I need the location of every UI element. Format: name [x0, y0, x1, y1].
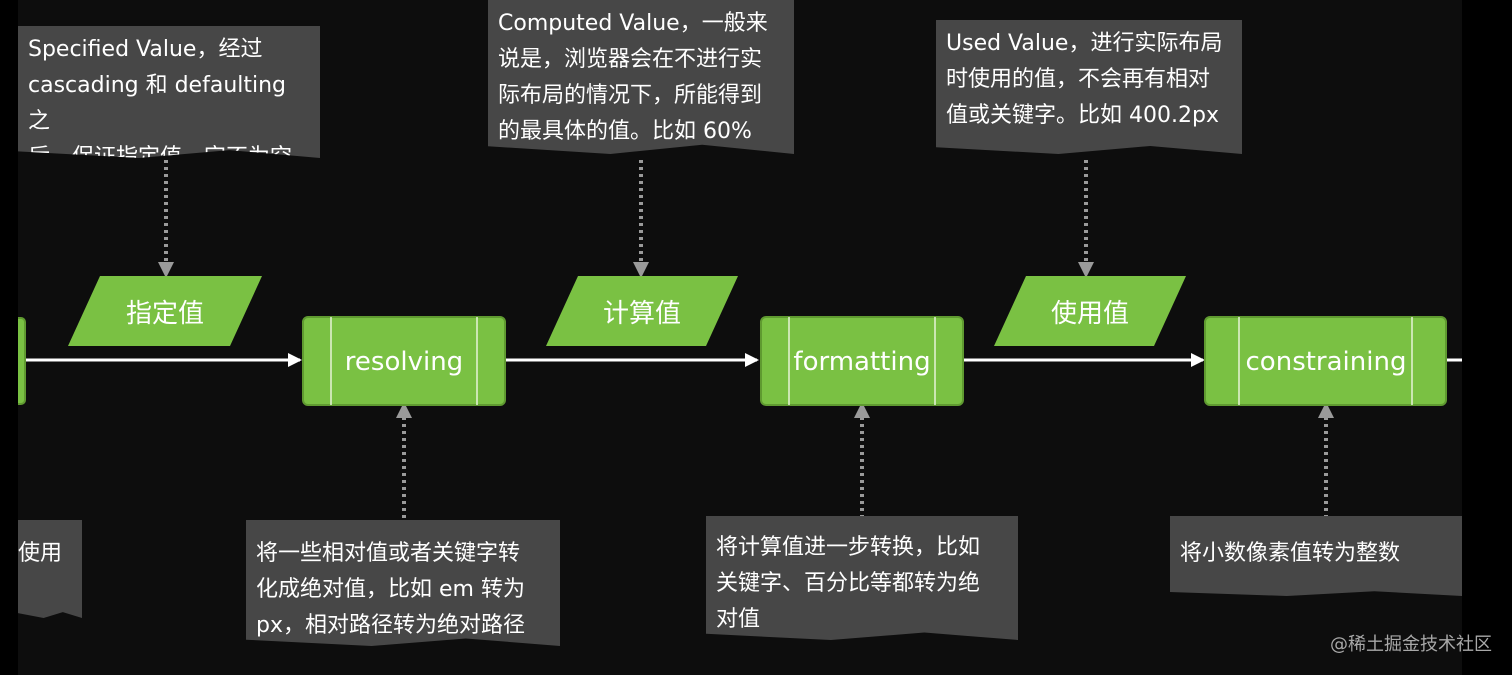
process-constraining: constraining — [1204, 316, 1447, 406]
note-resolving: 将一些相对值或者关键字转 化成绝对值，比如 em 转为 px，相对路径转为绝对路… — [246, 520, 560, 646]
process-formatting-label: formatting — [793, 347, 930, 377]
process-formatting: formatting — [760, 316, 964, 406]
note-formatting-text: 将计算值进一步转换，比如 关键字、百分比等都转为绝 对值 — [716, 535, 981, 632]
note-computed-value: Computed Value，一般来 说是，浏览器会在不进行实 际布局的情况下，… — [488, 0, 794, 154]
process-constraining-label: constraining — [1246, 347, 1407, 377]
frame-edge-right — [1462, 0, 1512, 675]
watermark: @稀土掘金技术社区 — [1330, 634, 1492, 655]
note-used-value: Used Value，进行实际布局 时使用的值，不会再有相对 值或关键字。比如 … — [936, 20, 1242, 154]
frame-edge-left — [0, 0, 18, 675]
process-resolving: resolving — [302, 316, 506, 406]
note-left-partial-text: 使用 — [18, 541, 63, 566]
note-specified-value-text: Specified Value，经过 cascading 和 defaultin… — [28, 37, 292, 158]
note-constraining: 将小数像素值转为整数 — [1170, 516, 1462, 596]
note-formatting: 将计算值进一步转换，比如 关键字、百分比等都转为绝 对值 — [706, 516, 1018, 640]
note-constraining-text: 将小数像素值转为整数 — [1180, 541, 1401, 566]
note-computed-value-text: Computed Value，一般来 说是，浏览器会在不进行实 际布局的情况下，… — [498, 11, 768, 144]
value-specified: 指定值 — [68, 276, 262, 346]
note-specified-value: Specified Value，经过 cascading 和 defaultin… — [18, 26, 320, 158]
value-computed-label: 计算值 — [603, 299, 681, 329]
note-used-value-text: Used Value，进行实际布局 时使用的值，不会再有相对 值或关键字。比如 … — [946, 31, 1223, 128]
value-used: 使用值 — [994, 276, 1186, 346]
note-resolving-text: 将一些相对值或者关键字转 化成绝对值，比如 em 转为 px，相对路径转为绝对路… — [256, 541, 525, 638]
value-computed: 计算值 — [546, 276, 738, 346]
process-resolving-label: resolving — [345, 347, 463, 377]
value-specified-label: 指定值 — [126, 299, 204, 329]
note-left-partial: 使用 — [18, 520, 82, 618]
value-used-label: 使用值 — [1051, 299, 1129, 329]
